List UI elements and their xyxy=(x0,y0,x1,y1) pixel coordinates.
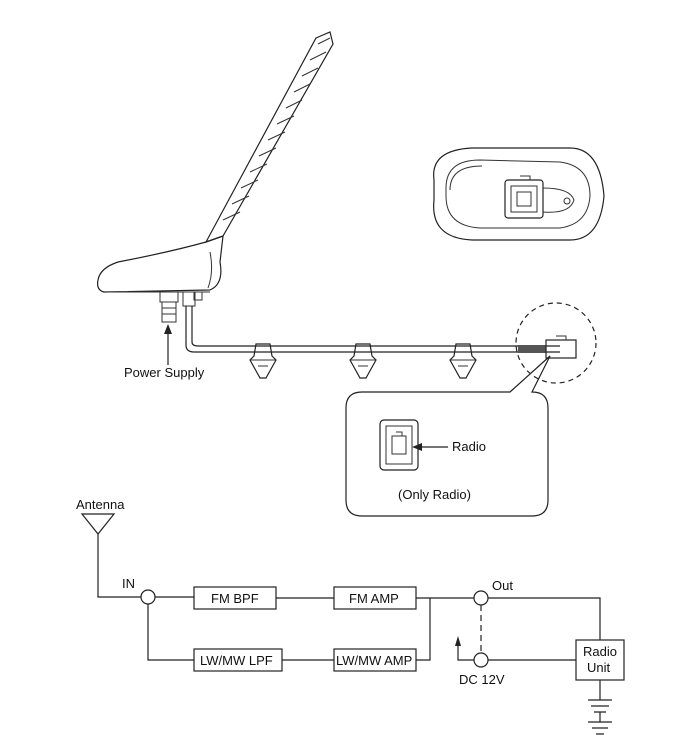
in-node xyxy=(140,589,156,605)
dc-label: DC 12V xyxy=(459,672,505,687)
lwmw-lpf-label: LW/MW LPF xyxy=(200,653,273,668)
cable-clip xyxy=(249,343,277,379)
out-label: Out xyxy=(492,578,513,593)
power-connector xyxy=(159,291,179,303)
cable-clip xyxy=(349,343,377,379)
antenna-base-top-view xyxy=(433,147,605,241)
fm-amp-label: FM AMP xyxy=(349,591,399,606)
ground-symbol xyxy=(588,680,612,735)
circuit-diagram xyxy=(80,513,625,735)
radio-unit-label-1: Radio xyxy=(583,644,617,659)
mast-windings xyxy=(222,51,327,221)
out-node xyxy=(473,590,489,606)
dc-node xyxy=(473,652,489,668)
cable-end-connector xyxy=(545,339,577,359)
power-supply-label: Power Supply xyxy=(124,365,205,380)
shark-antenna-illustration xyxy=(97,31,577,379)
lwmw-amp-label: LW/MW AMP xyxy=(336,653,412,668)
antenna-label: Antenna xyxy=(76,497,125,512)
radio-label: Radio xyxy=(452,439,486,454)
connector-callout xyxy=(345,355,551,517)
only-radio-label: (Only Radio) xyxy=(398,487,471,502)
fm-bpf-label: FM BPF xyxy=(211,591,259,606)
cable-clip xyxy=(449,343,477,379)
in-label: IN xyxy=(122,576,135,591)
antenna-symbol xyxy=(80,513,116,535)
radio-unit-label-2: Unit xyxy=(587,660,611,675)
detail-circle xyxy=(515,302,597,384)
radio-unit-box xyxy=(575,639,625,681)
